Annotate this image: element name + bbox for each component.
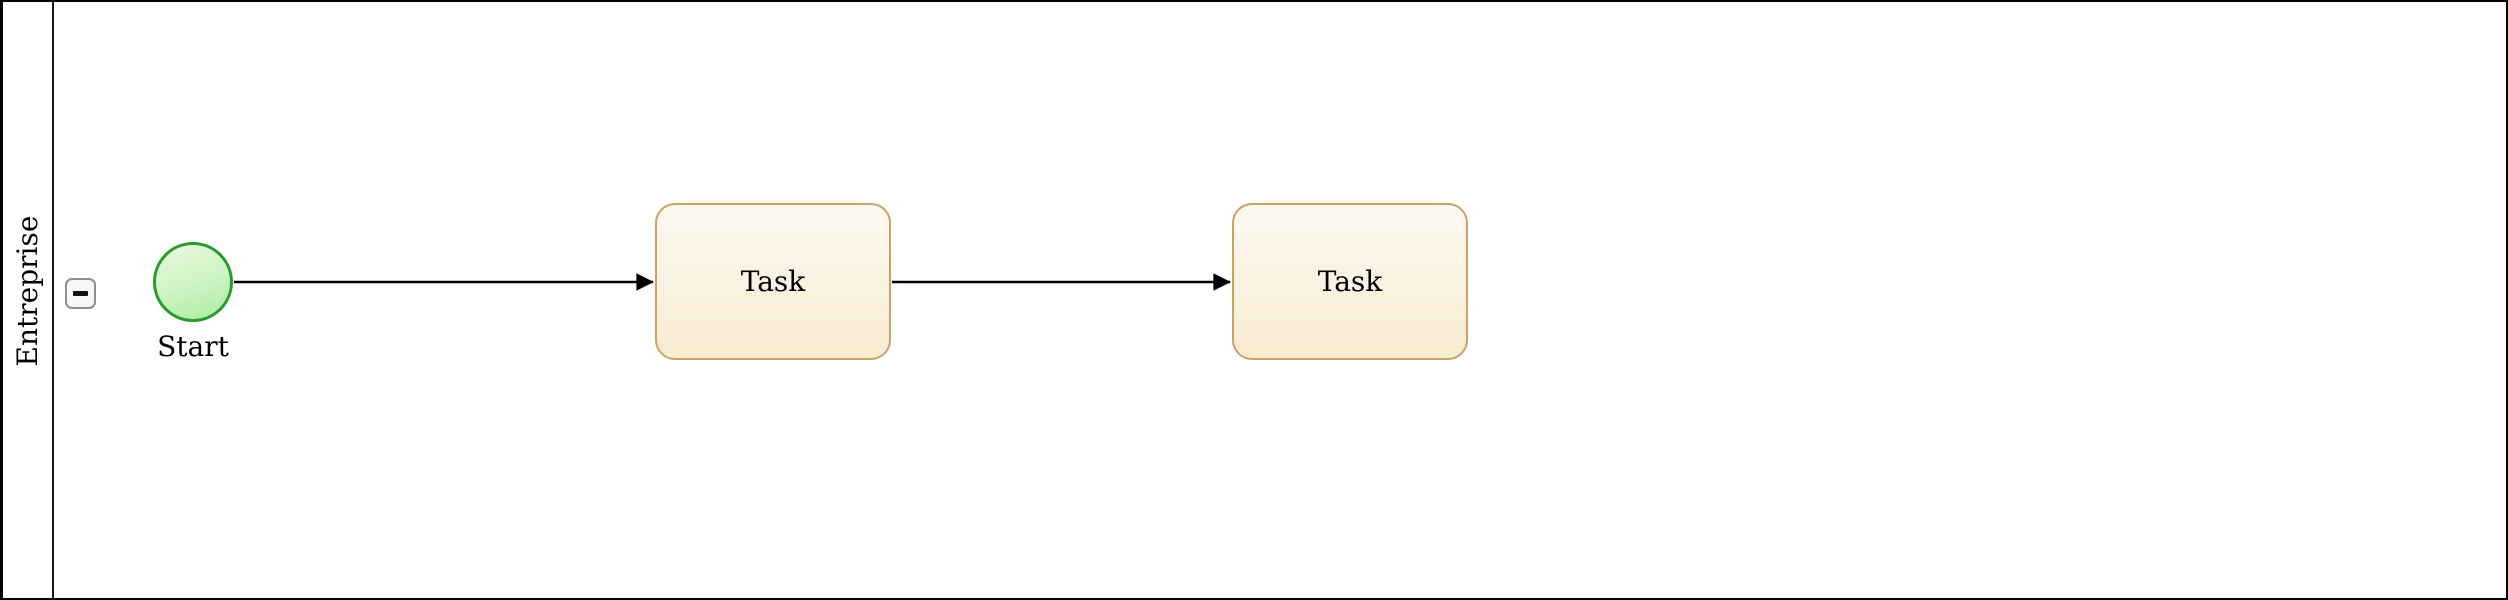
sequence-flows-layer xyxy=(234,273,1231,291)
task-node-1[interactable]: Task xyxy=(655,203,891,360)
pool-label: Entreprise xyxy=(10,215,44,367)
minus-icon xyxy=(73,291,88,296)
pool-lane-header[interactable]: Entreprise xyxy=(3,2,54,598)
task-node-2[interactable]: Task xyxy=(1232,203,1468,360)
start-event-node[interactable] xyxy=(153,242,233,322)
task-2-label: Task xyxy=(1317,265,1383,298)
pool-collapse-button[interactable] xyxy=(65,278,96,309)
start-event-label: Start xyxy=(157,330,229,363)
task-1-label: Task xyxy=(740,265,806,298)
